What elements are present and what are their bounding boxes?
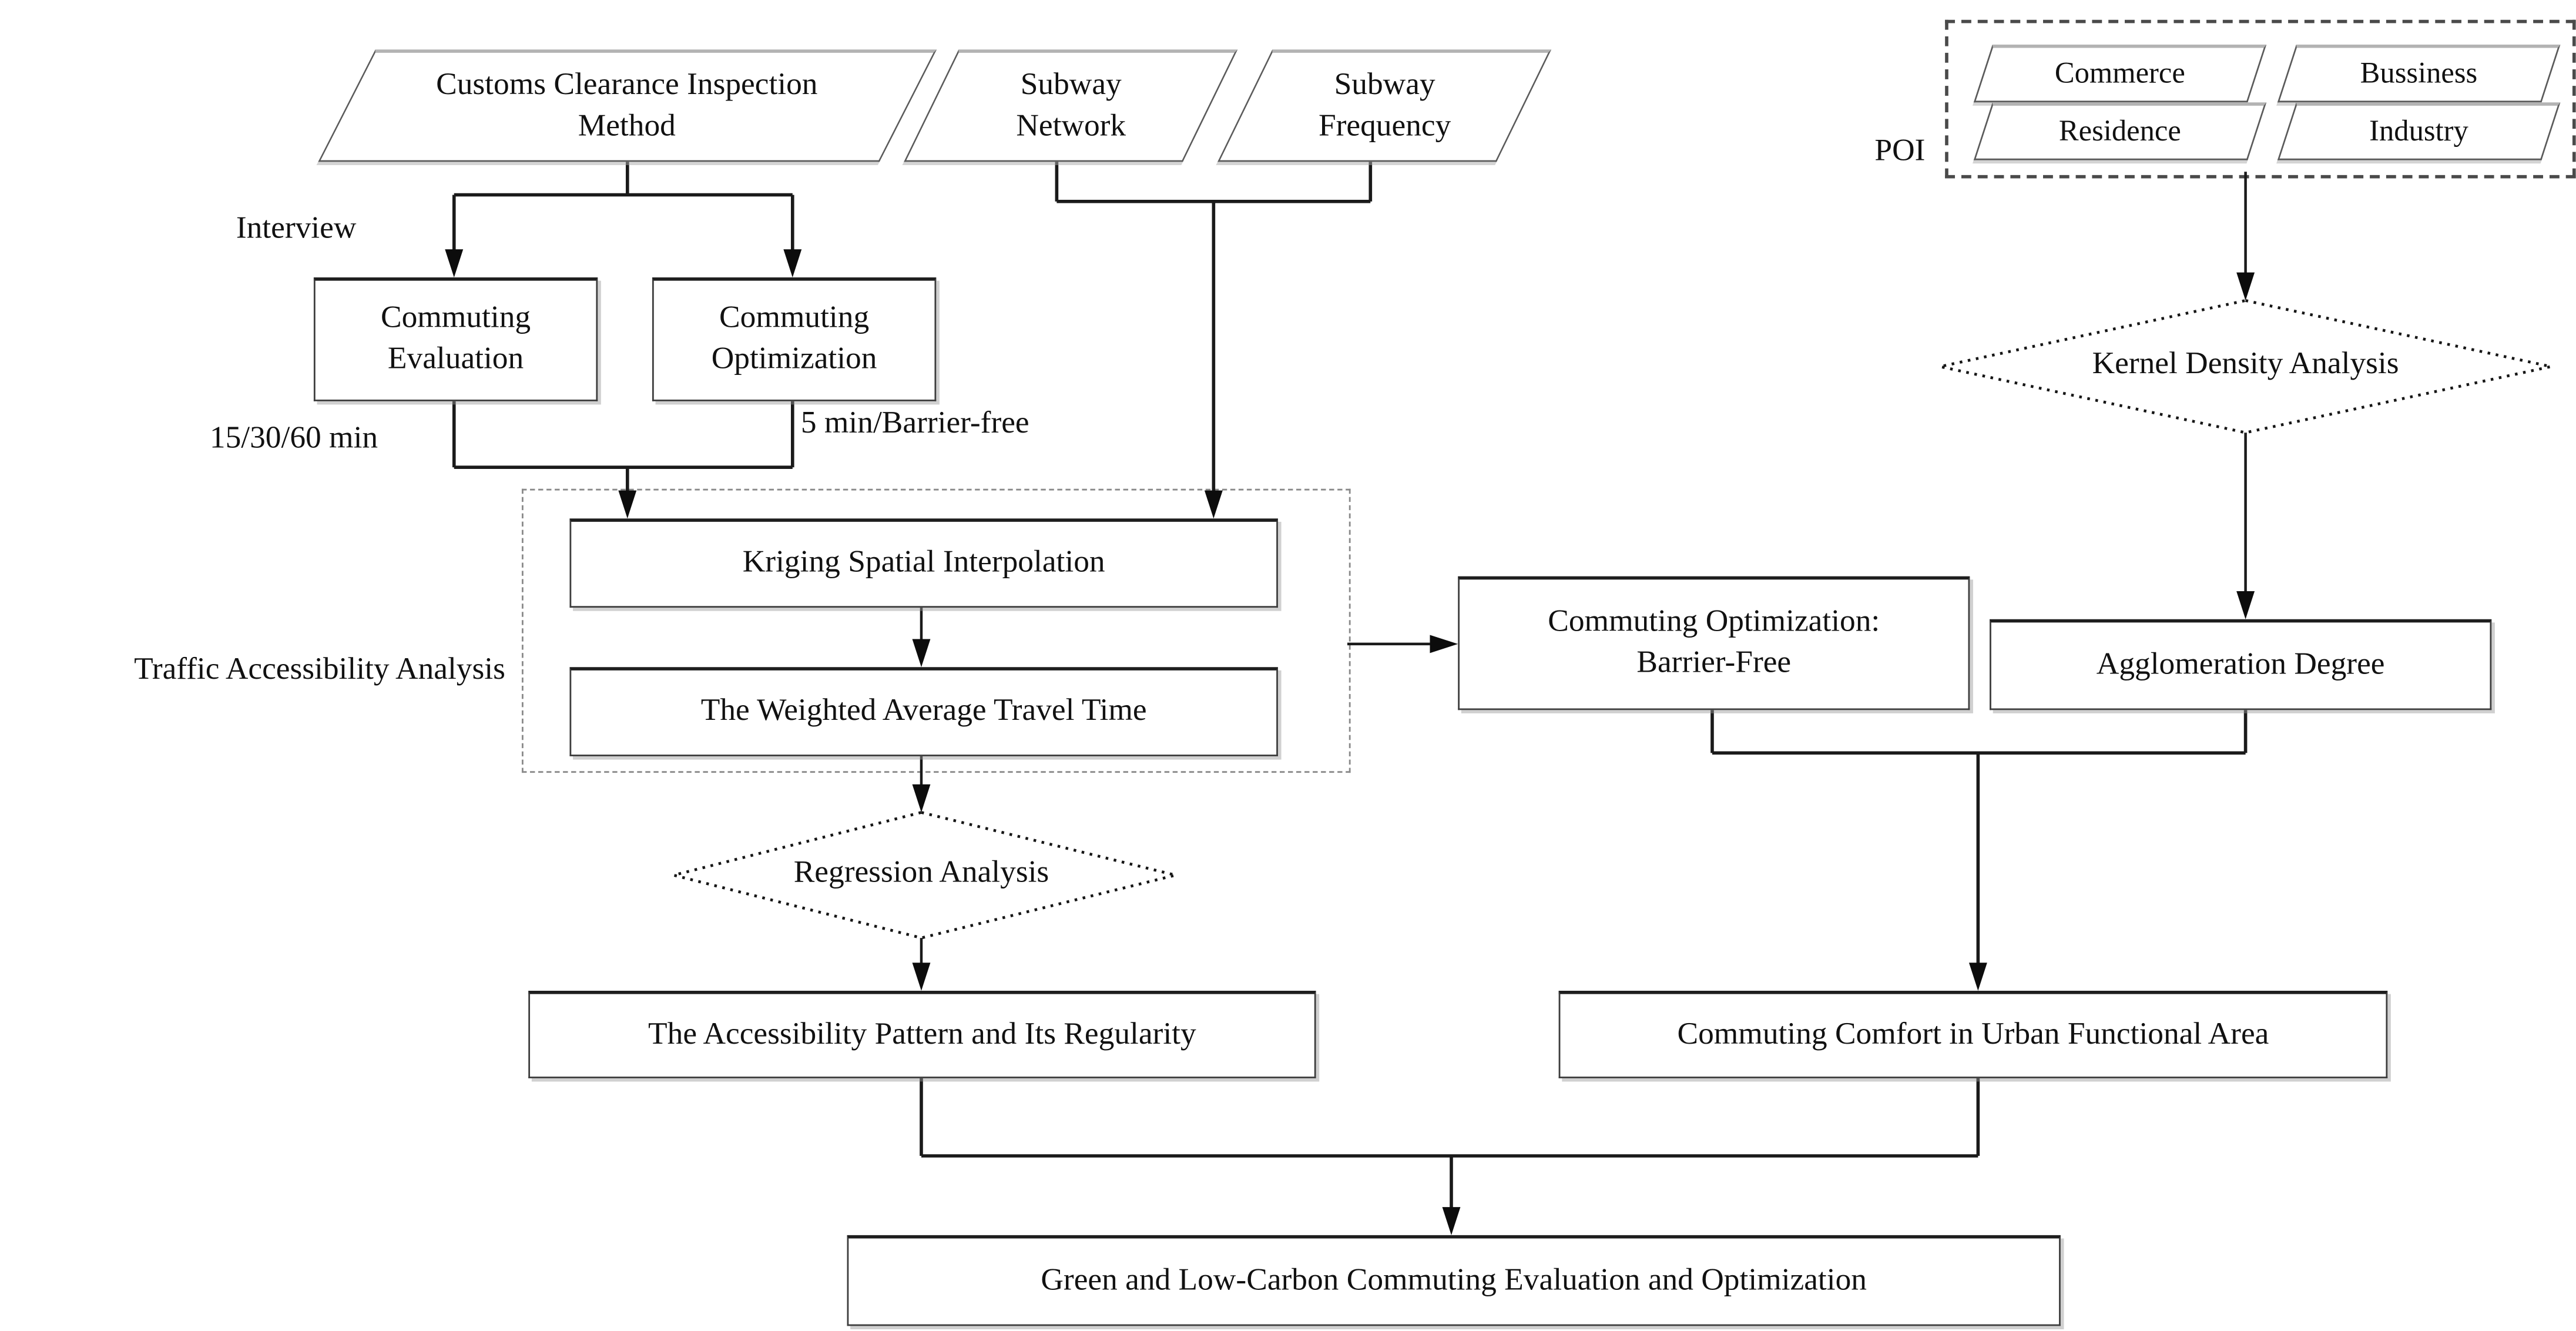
regression-diamond — [673, 811, 1176, 940]
node-agglomeration-degree: Agglomeration Degree — [1990, 619, 2492, 710]
node-accessibility-pattern-label: The Accessibility Pattern and Its Regula… — [648, 1016, 1196, 1052]
arrowheads — [445, 249, 2255, 1235]
node-poi-residence-label: Residence — [2058, 114, 2181, 147]
node-accessibility-pattern: The Accessibility Pattern and Its Regula… — [528, 991, 1316, 1078]
node-barrier-free-optimization: Commuting Optimization: Barrier-Free — [1458, 576, 1970, 710]
traffic-accessibility-group-box — [521, 488, 1351, 773]
kernel-density-diamond — [1940, 299, 2551, 434]
node-poi-commerce: Commerce — [1973, 44, 2267, 103]
edge-commuting-merge — [452, 396, 794, 491]
node-poi-bussiness-label: Bussiness — [2360, 56, 2477, 90]
node-commuting-optimization-label: Commuting Optimization — [711, 301, 877, 377]
node-poi-bussiness: Bussiness — [2277, 44, 2561, 103]
node-weighted-travel-time: The Weighted Average Travel Time — [569, 667, 1278, 756]
node-kriging-interpolation-label: Kriging Spatial Interpolation — [742, 545, 1105, 580]
node-subway-network: Subway Network — [904, 49, 1238, 162]
node-green-low-carbon: Green and Low-Carbon Commuting Evaluatio… — [847, 1235, 2061, 1326]
edge-subway-merge — [1055, 156, 1373, 491]
edge-customs-split — [452, 156, 794, 250]
label-optimization-threshold: 5 min/Barrier-free — [800, 406, 1029, 441]
node-barrier-free-optimization-label: Commuting Optimization: Barrier-Free — [1548, 605, 1880, 680]
edge-final-merge — [920, 1073, 1980, 1209]
node-kernel-density-label: Kernel Density Analysis — [2092, 347, 2399, 382]
node-customs-clearance: Customs Clearance Inspection Method — [318, 49, 937, 162]
node-poi-industry: Industry — [2277, 102, 2561, 160]
poi-group-box — [1945, 19, 2576, 179]
node-commuting-comfort: Commuting Comfort in Urban Functional Ar… — [1558, 991, 2388, 1078]
node-customs-clearance-label: Customs Clearance Inspection Method — [436, 67, 818, 143]
poi-group-label: POI — [1874, 133, 1926, 169]
node-kriging-interpolation: Kriging Spatial Interpolation — [569, 518, 1278, 608]
node-green-low-carbon-label: Green and Low-Carbon Commuting Evaluatio… — [1041, 1262, 1867, 1298]
node-regression-label: Regression Analysis — [793, 855, 1049, 890]
node-poi-commerce-label: Commerce — [2054, 56, 2185, 90]
node-subway-frequency-label: Subway Frequency — [1317, 67, 1451, 143]
node-poi-industry-label: Industry — [2369, 114, 2468, 147]
node-commuting-evaluation-label: Commuting Evaluation — [380, 301, 531, 377]
node-poi-residence: Residence — [1973, 102, 2267, 160]
edge-comfort-merge — [1710, 705, 2248, 965]
node-subway-network-label: Subway Network — [1015, 67, 1125, 143]
node-commuting-comfort-label: Commuting Comfort in Urban Functional Ar… — [1677, 1016, 2269, 1052]
node-subway-frequency: Subway Frequency — [1217, 49, 1552, 162]
label-time-thresholds: 15/30/60 min — [209, 421, 378, 456]
node-weighted-travel-time-label: The Weighted Average Travel Time — [700, 693, 1147, 729]
node-commuting-optimization: Commuting Optimization — [652, 277, 937, 401]
node-commuting-evaluation: Commuting Evaluation — [313, 277, 598, 401]
node-agglomeration-degree-label: Agglomeration Degree — [2096, 646, 2385, 682]
label-interview: Interview — [236, 211, 357, 246]
label-traffic-accessibility-group: Traffic Accessibility Analysis — [134, 652, 505, 687]
